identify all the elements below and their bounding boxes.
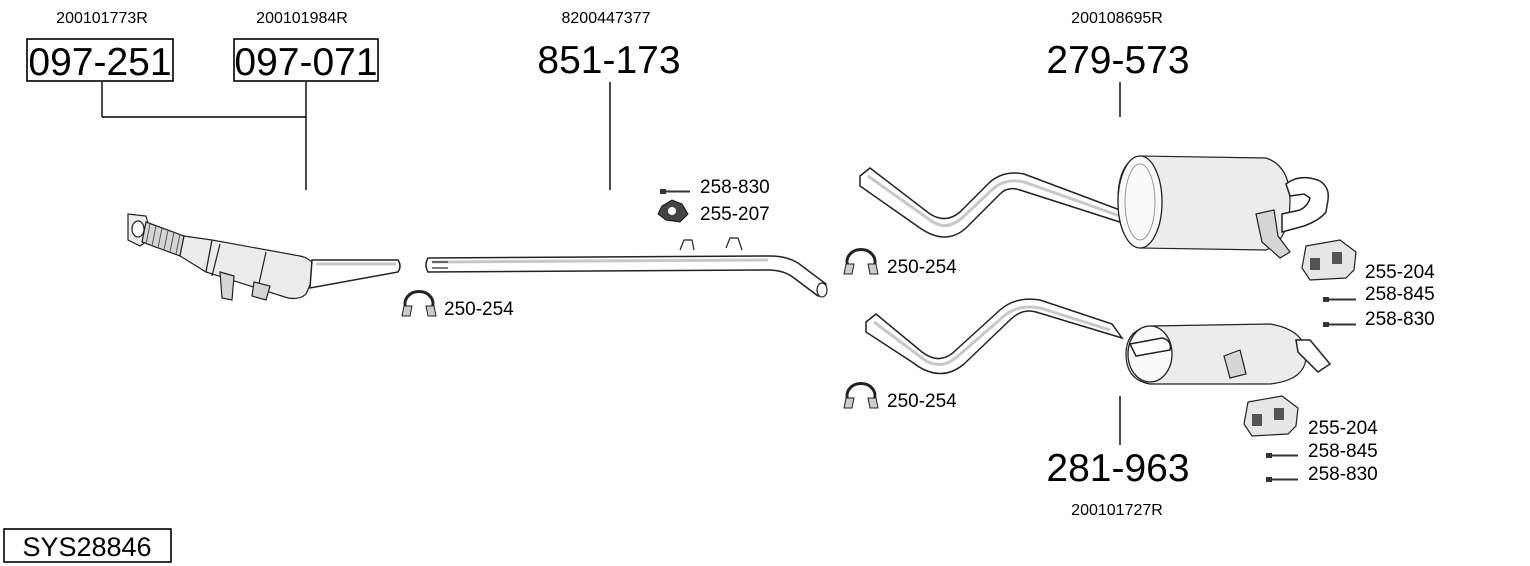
bolt-icon [660, 189, 690, 194]
rear-silencer-279-573-drawing [859, 155, 1330, 259]
bolt-part-number-258-830[interactable]: 258-830 [700, 177, 770, 198]
clamp-part-number-250-254[interactable]: 250-254 [444, 299, 514, 320]
part-box-097-251 [26, 38, 174, 82]
bolt-icon [1266, 453, 1298, 458]
system-code: SYS28846 [22, 532, 151, 562]
bolt-part-number-258-845[interactable]: 258-845 [1308, 441, 1378, 462]
bolt-part-number-258-845[interactable]: 258-845 [1365, 284, 1435, 305]
rear-silencer-281-963-drawing [865, 298, 1332, 385]
bolt-part-number-258-830[interactable]: 258-830 [1365, 309, 1435, 330]
leader-lines [101, 82, 1121, 445]
bolt-icon [1323, 297, 1356, 302]
part-number-097-251[interactable]: 097-251 [28, 41, 171, 84]
rubber-mount-icon [657, 199, 689, 223]
middle-pipe-drawing [425, 237, 828, 298]
oem-number-279-573: 200108695R [1071, 10, 1163, 27]
rubber-mount-part-number-255-204[interactable]: 255-204 [1308, 418, 1378, 439]
bolt-icon [1323, 322, 1356, 327]
clamp-icon [843, 248, 879, 275]
oem-number-097-251: 200101773R [56, 10, 148, 27]
clamp-icon [401, 290, 437, 317]
catalytic-converter-drawing [127, 213, 401, 301]
part-number-281-963[interactable]: 281-963 [1046, 447, 1189, 490]
rubber-mount-part-number-255-204[interactable]: 255-204 [1365, 262, 1435, 283]
part-number-851-173[interactable]: 851-173 [537, 39, 680, 82]
clamp-part-number-250-254[interactable]: 250-254 [887, 391, 957, 412]
system-code-box [3, 528, 172, 563]
part-number-097-071[interactable]: 097-071 [234, 41, 377, 84]
part-number-279-573[interactable]: 279-573 [1046, 39, 1189, 82]
clamp-icon [843, 382, 879, 409]
part-box-097-071 [233, 38, 379, 82]
rubber-mount-icon [1243, 395, 1299, 437]
bolt-icon [1266, 477, 1298, 482]
rubber-mount-icon [1301, 239, 1357, 281]
clamp-part-number-250-254[interactable]: 250-254 [887, 257, 957, 278]
bolt-part-number-258-830[interactable]: 258-830 [1308, 464, 1378, 485]
oem-number-097-071: 200101984R [256, 10, 348, 27]
rubber-mount-part-number-255-207[interactable]: 255-207 [700, 204, 770, 225]
oem-number-281-963: 200101727R [1071, 502, 1163, 519]
oem-number-851-173: 8200447377 [562, 10, 651, 27]
